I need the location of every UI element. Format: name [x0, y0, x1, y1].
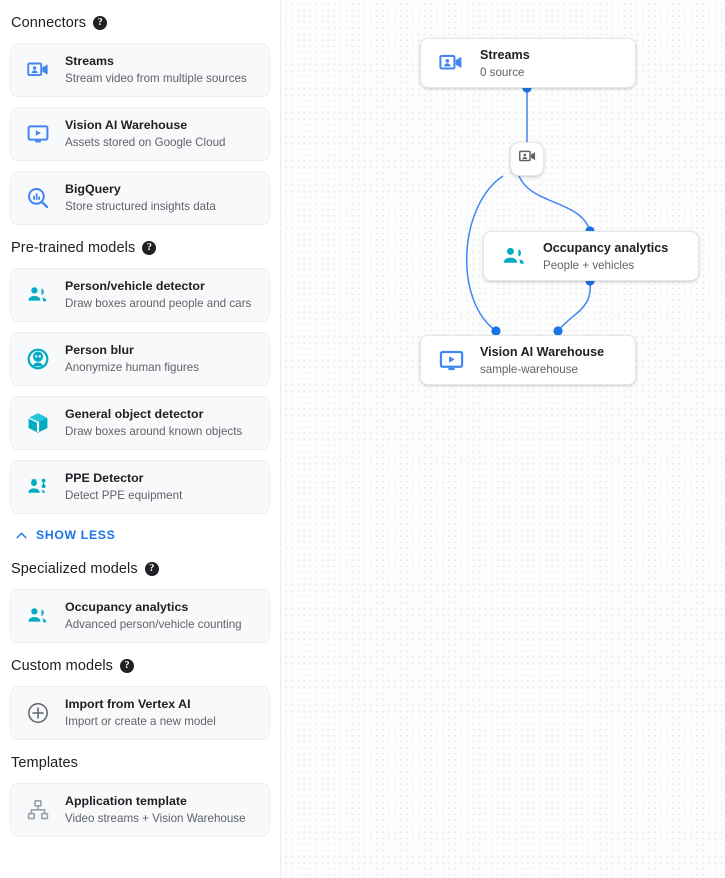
palette-item-title: Occupancy analytics [65, 600, 189, 614]
palette-item-subtitle: Draw boxes around people and cars [65, 297, 252, 310]
palette-item-title: Streams [65, 54, 114, 68]
component-palette-sidebar: Connectors ? Streams Stream video from m… [0, 0, 281, 878]
palette-item-application-template[interactable]: Application template Video streams + Vis… [10, 783, 270, 837]
palette-item-text: Person/vehicle detector Draw boxes aroun… [65, 279, 251, 311]
section-header-custom-models: Custom models ? [10, 655, 270, 677]
video-camera-account-icon [518, 147, 537, 171]
palette-item-title: BigQuery [65, 182, 121, 196]
graph-node-text: Streams 0 source [480, 47, 530, 80]
help-icon[interactable]: ? [120, 659, 135, 673]
chevron-up-icon [16, 532, 27, 538]
graph-edges-layer [465, 83, 595, 336]
monitor-play-icon [437, 346, 465, 374]
section-header-specialized-models: Specialized models ? [10, 558, 270, 580]
graph-node-subtitle: sample-warehouse [480, 362, 578, 376]
palette-item-subtitle: Store structured insights data [65, 200, 216, 213]
person-blur-icon [25, 346, 51, 372]
help-icon[interactable]: ? [93, 16, 108, 30]
ppe-detector-icon [25, 474, 51, 500]
occupancy-analytics-icon [25, 603, 51, 629]
show-less-label: SHOW LESS [36, 528, 116, 542]
occupancy-analytics-icon [500, 242, 528, 270]
port-warehouse-in-right[interactable] [553, 326, 563, 336]
plus-circle-icon [25, 700, 51, 726]
palette-item-text: General object detector Draw boxes aroun… [65, 407, 242, 439]
person-vehicle-icon [25, 282, 51, 308]
palette-item-text: BigQuery Store structured insights data [65, 182, 216, 214]
palette-item-subtitle: Stream video from multiple sources [65, 72, 247, 85]
graph-node-text: Vision AI Warehouse sample-warehouse [480, 344, 604, 377]
palette-item-person-vehicle-detector[interactable]: Person/vehicle detector Draw boxes aroun… [10, 268, 270, 322]
palette-item-subtitle: Draw boxes around known objects [65, 425, 243, 438]
palette-item-occupancy-analytics[interactable]: Occupancy analytics Advanced person/vehi… [10, 589, 270, 643]
section-title: Templates [11, 755, 78, 771]
edge-relay-to-warehouse [465, 175, 504, 332]
palette-item-person-blur[interactable]: Person blur Anonymize human figures [10, 332, 270, 386]
palette-item-text: Occupancy analytics Advanced person/vehi… [65, 600, 242, 632]
graph-node-title: Streams [480, 47, 530, 62]
palette-item-title: Vision AI Warehouse [65, 118, 188, 132]
section-header-pre-trained-models: Pre-trained models ? [10, 237, 270, 259]
section-title: Pre-trained models [11, 240, 136, 256]
graph-node-subtitle: 0 source [480, 65, 525, 79]
palette-item-text: Application template Video streams + Vis… [65, 794, 246, 826]
graph-node-subtitle: People + vehicles [543, 258, 635, 272]
help-icon[interactable]: ? [144, 562, 159, 576]
video-camera-account-icon [437, 49, 465, 77]
palette-item-subtitle: Import or create a new model [65, 715, 216, 728]
palette-item-subtitle: Assets stored on Google Cloud [65, 136, 226, 149]
palette-item-subtitle: Advanced person/vehicle counting [65, 618, 242, 631]
graph-node-streams[interactable]: Streams 0 source [420, 38, 636, 88]
palette-item-title: Application template [65, 794, 187, 808]
cube-object-icon [25, 410, 51, 436]
palette-item-subtitle: Detect PPE equipment [65, 489, 183, 502]
section-title: Connectors [11, 15, 87, 31]
palette-item-text: PPE Detector Detect PPE equipment [65, 471, 182, 503]
palette-item-import-from-vertex-ai[interactable]: Import from Vertex AI Import or create a… [10, 686, 270, 740]
video-camera-account-icon [25, 57, 51, 83]
graph-node-title: Occupancy analytics [543, 240, 669, 255]
show-less-button[interactable]: SHOW LESS [15, 524, 270, 546]
graph-node-stream-relay[interactable] [510, 142, 544, 176]
palette-item-title: General object detector [65, 407, 204, 421]
palette-item-text: Vision AI Warehouse Assets stored on Goo… [65, 118, 225, 150]
palette-item-vision-ai-warehouse[interactable]: Vision AI Warehouse Assets stored on Goo… [10, 107, 270, 161]
palette-item-text: Streams Stream video from multiple sourc… [65, 54, 247, 86]
palette-item-text: Person blur Anonymize human figures [65, 343, 199, 375]
edge-occupancy-to-warehouse [557, 280, 591, 332]
graph-node-text: Occupancy analytics People + vehicles [543, 240, 668, 273]
bigquery-magnifier-icon [25, 185, 51, 211]
palette-item-title: Person/vehicle detector [65, 279, 205, 293]
section-title: Custom models [11, 658, 114, 674]
edge-relay-to-occupancy [518, 175, 591, 232]
palette-item-text: Import from Vertex AI Import or create a… [65, 697, 216, 729]
hierarchy-template-icon [25, 797, 51, 823]
palette-item-streams[interactable]: Streams Stream video from multiple sourc… [10, 43, 270, 97]
palette-item-general-object-detector[interactable]: General object detector Draw boxes aroun… [10, 396, 270, 450]
help-icon[interactable]: ? [142, 241, 157, 255]
palette-item-bigquery[interactable]: BigQuery Store structured insights data [10, 171, 270, 225]
pipeline-canvas[interactable]: Streams 0 source Occupancy analytics Peo… [281, 0, 725, 878]
palette-item-title: Person blur [65, 343, 134, 357]
graph-node-title: Vision AI Warehouse [480, 344, 605, 359]
section-title: Specialized models [11, 561, 138, 577]
palette-item-title: Import from Vertex AI [65, 697, 191, 711]
palette-item-subtitle: Anonymize human figures [65, 361, 200, 374]
monitor-play-icon [25, 121, 51, 147]
palette-item-title: PPE Detector [65, 471, 144, 485]
palette-item-subtitle: Video streams + Vision Warehouse [65, 812, 246, 825]
graph-node-vision-ai-warehouse[interactable]: Vision AI Warehouse sample-warehouse [420, 335, 636, 385]
port-warehouse-in-left[interactable] [491, 326, 501, 336]
palette-item-ppe-detector[interactable]: PPE Detector Detect PPE equipment [10, 460, 270, 514]
section-header-connectors: Connectors ? [10, 12, 270, 34]
section-header-templates: Templates [10, 752, 270, 774]
graph-node-occupancy-analytics[interactable]: Occupancy analytics People + vehicles [483, 231, 699, 281]
